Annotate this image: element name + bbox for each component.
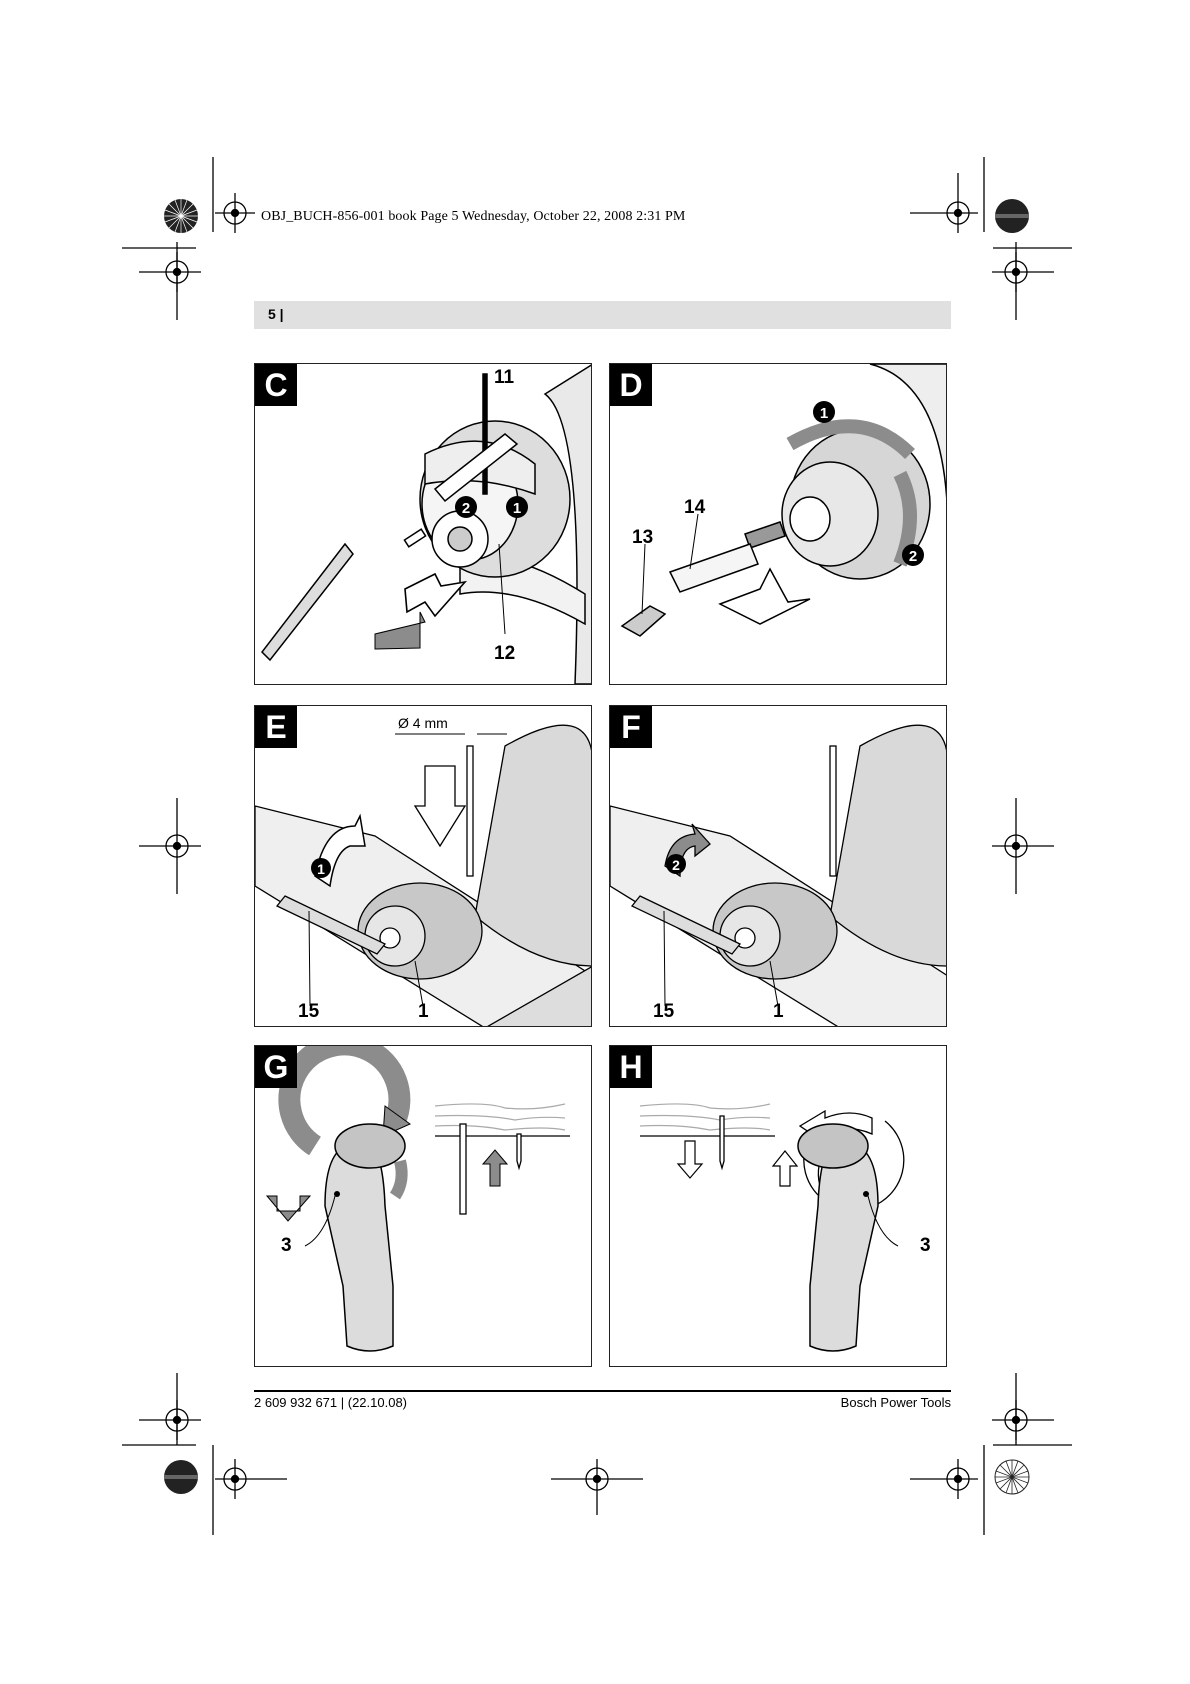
panel-c-illustration: 2 1 [261,364,591,684]
callout-15: 15 [298,1001,320,1022]
panel-f: 2 F 15 1 [609,705,947,1027]
step-marker-2: 2 [902,544,924,566]
page-number: 5 | [268,306,284,322]
svg-text:1: 1 [317,861,325,877]
step-marker-2: 2 [666,854,686,874]
panel-e: 1 E Ø 4 mm 15 1 [254,705,592,1027]
panel-c: 2 1 C 11 12 [254,363,592,685]
panel-label: G [255,1046,297,1088]
callout-12: 12 [494,643,516,664]
crosshair-marks [139,173,1054,1515]
panel-f-illustration: 2 [610,724,946,1026]
step-marker-1: 1 [813,401,835,423]
panel-g: G 3 [254,1045,592,1367]
panel-g-illustration [265,1046,570,1352]
panel-h-illustration [639,1103,905,1352]
panel-label: E [255,706,297,748]
callout-3: 3 [281,1235,292,1256]
panel-label: F [610,706,652,748]
footer-document-number: 2 609 932 671 | (22.10.08) [254,1395,407,1410]
panel-h: H 3 [609,1045,947,1367]
panel-label: H [610,1046,652,1088]
page-header-band [254,301,951,329]
svg-text:1: 1 [820,405,828,422]
svg-text:2: 2 [462,500,470,517]
svg-text:1: 1 [513,500,521,517]
svg-text:2: 2 [672,857,680,873]
callout-14: 14 [684,497,706,518]
footer-brand: Bosch Power Tools [840,1395,951,1410]
callout-11: 11 [494,367,515,388]
panel-label: C [255,364,297,406]
star-targets [164,199,1030,1495]
panel-d-illustration: 1 2 [620,364,946,637]
panel-d: 1 2 D 14 13 [609,363,947,685]
callout-1: 1 [418,1001,429,1022]
panel-label: D [610,364,652,406]
panel-e-illustration: 1 [255,724,591,1026]
step-marker-1: 1 [311,858,331,878]
print-header: OBJ_BUCH-856-001 book Page 5 Wednesday, … [261,209,686,224]
callout-13: 13 [632,527,654,548]
callout-15: 15 [653,1001,675,1022]
footer-rule [254,1390,951,1392]
svg-text:2: 2 [909,548,917,565]
callout-1: 1 [773,1001,784,1022]
step-marker-1: 1 [506,496,528,518]
callout-3: 3 [920,1235,931,1256]
dimension-label: Ø 4 mm [398,715,448,731]
step-marker-2: 2 [455,496,477,518]
